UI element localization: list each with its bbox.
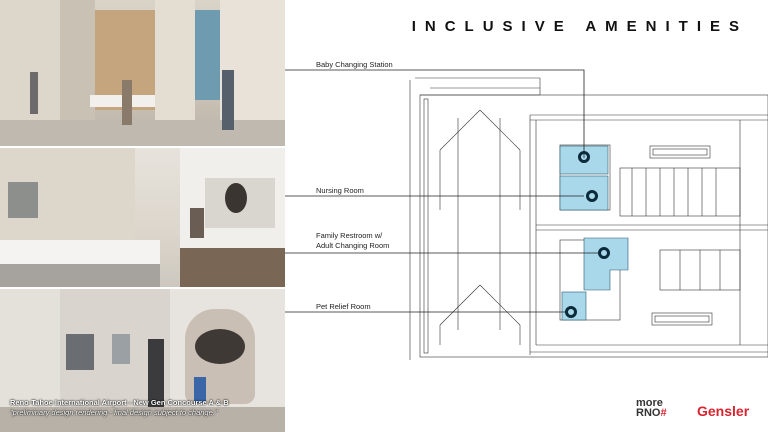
caption-project: Reno-Tahoe International Airport - New G… [10, 398, 229, 407]
label-family-restroom-line1: Family Restroom w/ [316, 231, 383, 240]
rendering-caption: Reno-Tahoe International Airport - New G… [10, 398, 280, 418]
morerno-logo-top: more [636, 397, 663, 409]
leader-baby-changing [285, 69, 585, 158]
label-family-restroom: Family Restroom w/ Adult Changing Room [316, 231, 389, 251]
caption-disclaimer: "preliminary design rendering - final de… [10, 408, 218, 417]
morerno-logo-rno: RNO [636, 407, 661, 419]
leader-lines [285, 69, 600, 313]
markers [565, 151, 610, 318]
highlighted-rooms [559, 145, 629, 321]
rendering-pet-relief-room [0, 289, 285, 432]
rendering-nursing-lounge [0, 148, 285, 287]
morerno-logo-bottom: RNO# [636, 407, 667, 419]
rendering-restroom-lobby [0, 0, 285, 146]
label-baby-changing: Baby Changing Station [316, 60, 393, 69]
label-pet-relief: Pet Relief Room [316, 302, 371, 311]
gensler-logo: Gensler [697, 403, 750, 419]
marker-pet-relief [565, 306, 577, 318]
label-family-restroom-line2: Adult Changing Room [316, 241, 390, 250]
morerno-logo: more RNO# [636, 397, 667, 419]
page-title: INCLUSIVE AMENITIES [411, 18, 748, 35]
plan-linework [409, 77, 768, 360]
label-nursing-room: Nursing Room [316, 186, 364, 195]
marker-baby-changing [578, 151, 590, 163]
morerno-logo-mark: # [660, 407, 667, 419]
room-nursing [559, 175, 609, 211]
room-family-restroom [583, 237, 629, 291]
marker-family-restroom [598, 247, 610, 259]
marker-nursing [586, 190, 598, 202]
